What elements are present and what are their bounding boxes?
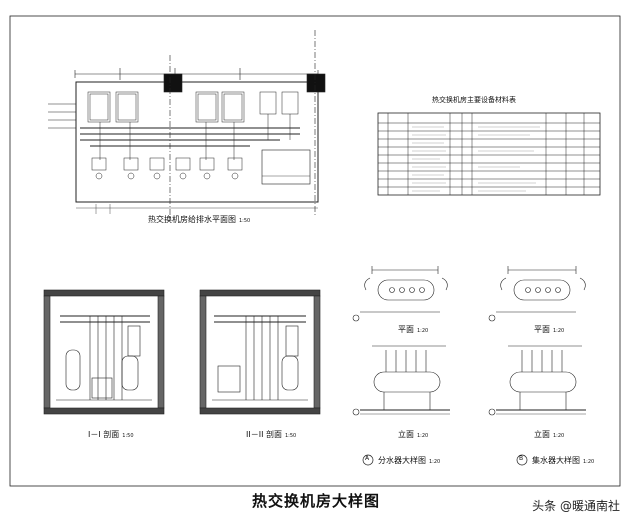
figure-caption: 热交换机房大样图 — [251, 492, 380, 510]
section-2 — [199, 289, 321, 415]
section-2-title-text: II－II 剖面 — [246, 430, 282, 439]
section-2-scale: 1:50 — [284, 433, 297, 439]
detail-b-elev-scale: 1:20 — [553, 433, 565, 439]
plan-scale: 1:50 — [239, 218, 251, 224]
column-marker — [306, 73, 326, 93]
detail-b-plan — [488, 266, 586, 322]
detail-b-mark: B — [519, 455, 524, 462]
detail-b-plan-title-text: 平面 — [534, 325, 550, 334]
detail-b-scale: 1:20 — [583, 459, 595, 465]
plan-view — [48, 30, 326, 215]
detail-a-title-text: 分水器大样图 — [378, 456, 426, 465]
detail-a-plan-scale: 1:20 — [417, 328, 429, 334]
detail-a-elev-scale: 1:20 — [417, 433, 429, 439]
detail-a-plan-title-text: 平面 — [398, 325, 414, 334]
detail-b-elev-title-text: 立面 — [534, 430, 550, 439]
detail-a-plan — [352, 266, 448, 322]
detail-b-plan-scale: 1:20 — [553, 328, 565, 334]
detail-a-mark: A — [365, 455, 370, 462]
detail-a-elevation — [352, 345, 450, 416]
section-1 — [43, 289, 165, 415]
detail-b-marker — [516, 454, 528, 466]
detail-a-marker — [362, 454, 374, 466]
equipment-table-title: 热交换机房主要设备材料表 — [432, 96, 516, 104]
detail-b-title-text: 集水器大样图 — [532, 456, 580, 465]
equipment-table — [377, 112, 601, 196]
column-marker — [163, 73, 183, 93]
detail-b-elevation — [488, 345, 586, 416]
detail-a-elev-title-text: 立面 — [398, 430, 414, 439]
watermark: 头条 @暖通南社 — [532, 499, 620, 513]
section-1-scale: 1:50 — [122, 433, 134, 439]
plan-title-text: 热交换机房给排水平面图 — [148, 215, 236, 224]
section-1-title-text: I－I 剖面 — [88, 430, 120, 439]
sheet-border — [9, 15, 621, 487]
detail-a-scale: 1:20 — [429, 459, 441, 465]
